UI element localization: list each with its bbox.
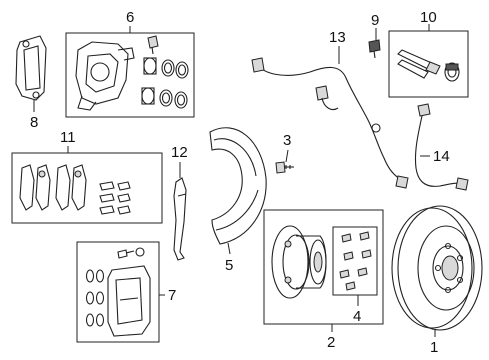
callout-11: 11 — [60, 129, 76, 146]
callout-2: 2 — [327, 334, 335, 351]
callout-8: 8 — [30, 114, 38, 131]
callout-12: 12 — [171, 144, 188, 161]
callout-9: 9 — [371, 12, 379, 29]
callout-5: 5 — [225, 257, 233, 274]
caliper-pistons-and-seals — [141, 57, 189, 109]
caliper-bolts — [117, 247, 145, 259]
guide-pins — [397, 49, 441, 79]
bleeder-screw — [147, 35, 159, 55]
callout-7: 7 — [168, 287, 176, 304]
caliper-kit-box — [65, 32, 195, 118]
caliper-housing — [75, 41, 135, 111]
brake-pads — [19, 164, 87, 211]
wheel-studs — [339, 231, 372, 291]
brake-pad-shim — [15, 35, 47, 101]
callout-6: 6 — [126, 9, 134, 26]
callout-1: 1 — [430, 339, 438, 356]
hub-assembly — [271, 225, 327, 299]
pad-hardware-clips — [99, 181, 131, 215]
shield-bolt — [275, 161, 294, 174]
caliper-seals — [85, 269, 105, 327]
pad-wear-clip — [173, 177, 187, 261]
pad-wear-sensor — [414, 103, 469, 191]
brake-pad-set-box — [11, 152, 163, 224]
leader-3 — [285, 149, 289, 163]
splash-shield — [209, 127, 267, 245]
leader-5 — [227, 242, 231, 255]
callout-14: 14 — [433, 148, 450, 165]
callout-3: 3 — [283, 132, 291, 149]
sensor-screw — [368, 39, 381, 59]
abs-sensor-harness — [251, 57, 409, 189]
callout-10: 10 — [420, 9, 437, 26]
wheel-studs-box — [332, 226, 378, 296]
caliper-body — [107, 265, 151, 337]
brake-rotor — [391, 205, 483, 331]
callout-4: 4 — [353, 308, 361, 325]
guide-pin-boots — [444, 62, 460, 82]
callout-13: 13 — [329, 29, 346, 46]
